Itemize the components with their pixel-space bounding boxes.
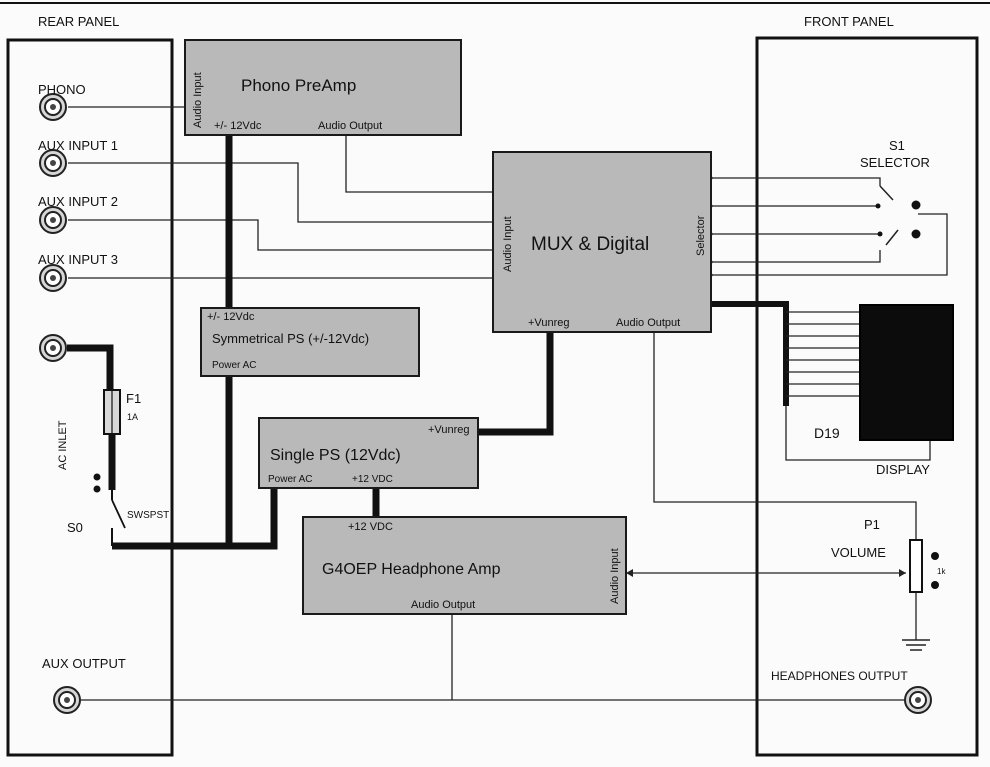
phono-preamp-block	[184, 39, 462, 136]
sym-ps-supply: +/- 12Vdc	[207, 311, 255, 323]
selector-wires	[707, 175, 948, 278]
ac-inlet-label: AC INLET	[57, 420, 69, 470]
s0-type-label: SWSPST	[127, 510, 169, 521]
symmetrical-ps-block	[200, 307, 420, 377]
phono-jack	[39, 93, 67, 121]
display-label: DISPLAY	[876, 462, 930, 477]
sym-ps-power: Power AC	[212, 360, 256, 371]
headphones-output-jack	[904, 686, 932, 714]
aux1-wire	[68, 162, 493, 223]
aux-input-1-label: AUX INPUT 1	[38, 138, 118, 153]
display-bus	[710, 301, 931, 461]
d19-label: D19	[814, 425, 840, 441]
headphones-output-label: HEADPHONES OUTPUT	[771, 669, 908, 683]
mux-audio-output: Audio Output	[616, 317, 680, 329]
amp-audio-input: Audio Input	[609, 548, 621, 604]
selector-label: SELECTOR	[860, 155, 930, 170]
phono-label: PHONO	[38, 82, 86, 97]
pot-value-label: 1k	[937, 567, 946, 576]
phono-preamp-title: Phono PreAmp	[241, 76, 356, 95]
phono-preamp-audio-input: Audio Input	[192, 72, 204, 128]
single-ps-out: +12 VDC	[352, 474, 393, 485]
single-ps-power: Power AC	[268, 474, 312, 485]
phono-out-wire	[345, 135, 493, 193]
display-module	[859, 304, 954, 441]
aux-output-label: AUX OUTPUT	[42, 656, 126, 671]
rear-panel	[6, 38, 174, 757]
front-panel	[755, 36, 979, 757]
volume-potentiometer	[909, 539, 939, 593]
amp-title: G4OEP Headphone Amp	[322, 561, 501, 578]
aux-input-2-label: AUX INPUT 2	[38, 194, 118, 209]
single-ps-block	[258, 417, 479, 489]
aux-input-3-label: AUX INPUT 3	[38, 252, 118, 267]
sym-ps-title: Symmetrical PS (+/-12Vdc)	[212, 331, 369, 346]
aux-input-3-jack	[39, 264, 67, 292]
phono-preamp-audio-output: Audio Output	[318, 120, 382, 132]
single-ps-title: Single PS (12Vdc)	[270, 447, 401, 464]
mux-audio-input: Audio Input	[502, 216, 514, 272]
mux-digital-block	[492, 151, 712, 333]
aux-input-2-jack	[39, 206, 67, 234]
aux2-wire	[68, 219, 493, 251]
mux-vunreg: +Vunreg	[528, 317, 570, 329]
amp-supply: +12 VDC	[348, 521, 393, 533]
p1-label: P1	[864, 517, 880, 532]
mux-title: MUX & Digital	[531, 234, 649, 255]
s0-label: S0	[67, 520, 83, 535]
aux-output-jack	[53, 686, 81, 714]
s1-selector-switch	[875, 185, 921, 246]
mux-out-wire	[653, 332, 917, 540]
phono-preamp-supply: +/- 12Vdc	[214, 120, 262, 132]
front-panel-title: FRONT PANEL	[804, 14, 894, 29]
fuse-rating-label: 1A	[127, 412, 138, 422]
rear-panel-title: REAR PANEL	[38, 14, 119, 29]
mux-selector: Selector	[695, 215, 707, 256]
aux-input-1-jack	[39, 149, 67, 177]
volume-label: VOLUME	[831, 545, 886, 560]
s0-switch	[93, 473, 126, 529]
fuse-label: F1	[126, 391, 141, 406]
s1-label: S1	[889, 138, 905, 153]
amp-audio-output: Audio Output	[411, 599, 475, 611]
ac-inlet-jack	[39, 334, 67, 362]
headphone-amp-block	[302, 516, 627, 615]
single-ps-vunreg: +Vunreg	[428, 424, 470, 436]
